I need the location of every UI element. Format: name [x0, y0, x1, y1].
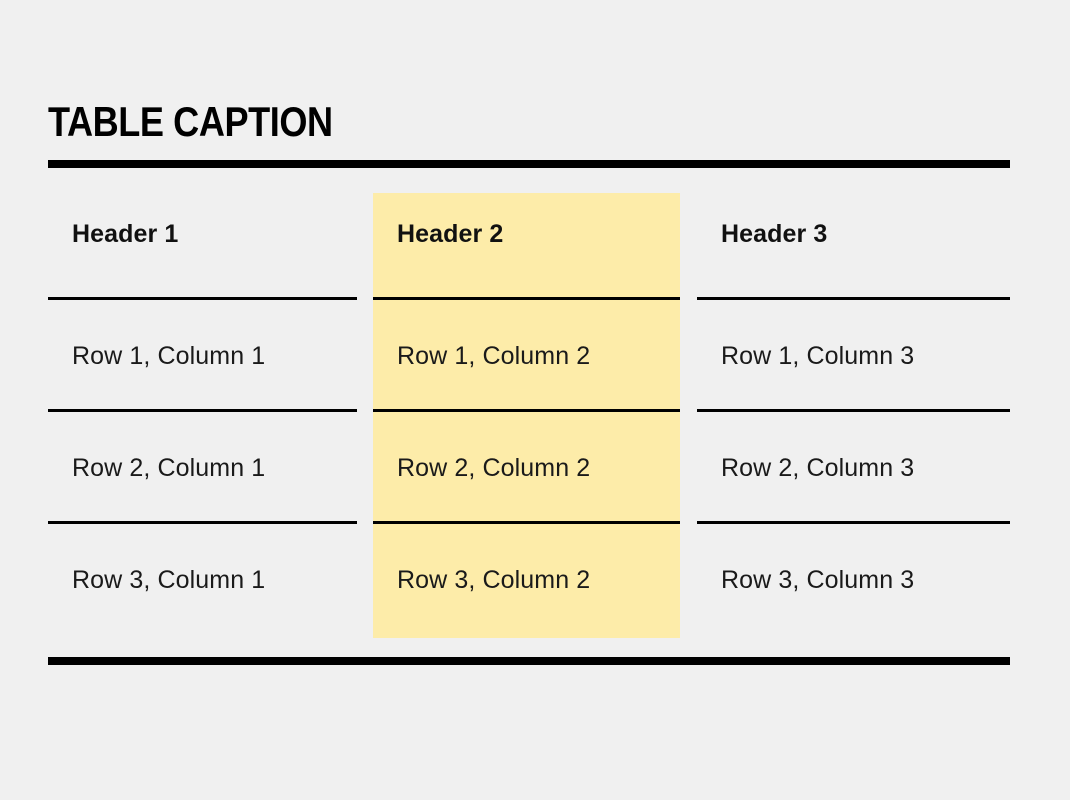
table-cell: Row 3, Column 1: [48, 524, 373, 636]
table-header-cell-3: Header 3: [697, 168, 1010, 300]
table-cell-text: Row 1, Column 2: [397, 341, 591, 370]
table-header-label: Header 1: [72, 219, 179, 248]
table-row: Row 2, Column 1 Row 2, Column 2 Row 2, C…: [48, 412, 1010, 524]
table-cell: Row 1, Column 3: [697, 300, 1010, 412]
table-cell-text: Row 3, Column 2: [397, 565, 591, 594]
table-cell: Row 1, Column 1: [48, 300, 373, 412]
table-row: Row 3, Column 1 Row 3, Column 2 Row 3, C…: [48, 524, 1010, 636]
row-separator: [373, 521, 680, 524]
table-cell: Row 2, Column 1: [48, 412, 373, 524]
table-cell-text: Row 1, Column 1: [72, 341, 266, 370]
table-cell: Row 2, Column 2: [373, 412, 697, 524]
header-separator-2: [373, 297, 680, 300]
row-separator: [48, 521, 357, 524]
table-cell: Row 2, Column 3: [697, 412, 1010, 524]
table-top-rule: [48, 160, 1010, 168]
table-cell-text: Row 3, Column 3: [721, 565, 915, 594]
row-separator: [697, 521, 1010, 524]
table-cell-text: Row 2, Column 3: [721, 453, 915, 482]
header-separator-3: [697, 297, 1010, 300]
table-header-label: Header 3: [721, 219, 828, 248]
table-cell-text: Row 2, Column 2: [397, 453, 591, 482]
table-grid: Header 1 Header 2 Header 3 Row: [48, 168, 1010, 636]
highlighted-column-band: [373, 193, 680, 638]
table-caption: TABLE CAPTION: [48, 98, 333, 145]
row-separator: [697, 409, 1010, 412]
table-cell-text: Row 2, Column 1: [72, 453, 266, 482]
table-cell-text: Row 3, Column 1: [72, 565, 266, 594]
table-cell: Row 3, Column 3: [697, 524, 1010, 636]
table-header-cell-1: Header 1: [48, 168, 373, 300]
table-header-row: Header 1 Header 2 Header 3: [48, 168, 1010, 300]
table-header-label: Header 2: [397, 219, 504, 248]
row-separator: [48, 409, 357, 412]
table-cell: Row 1, Column 2: [373, 300, 697, 412]
table-row: Row 1, Column 1 Row 1, Column 2 Row 1, C…: [48, 300, 1010, 412]
table-cell: Row 3, Column 2: [373, 524, 697, 636]
header-separator-1: [48, 297, 357, 300]
row-separator: [373, 409, 680, 412]
table-header-cell-2: Header 2: [373, 168, 697, 300]
table-cell-text: Row 1, Column 3: [721, 341, 915, 370]
table-bottom-rule: [48, 657, 1010, 665]
